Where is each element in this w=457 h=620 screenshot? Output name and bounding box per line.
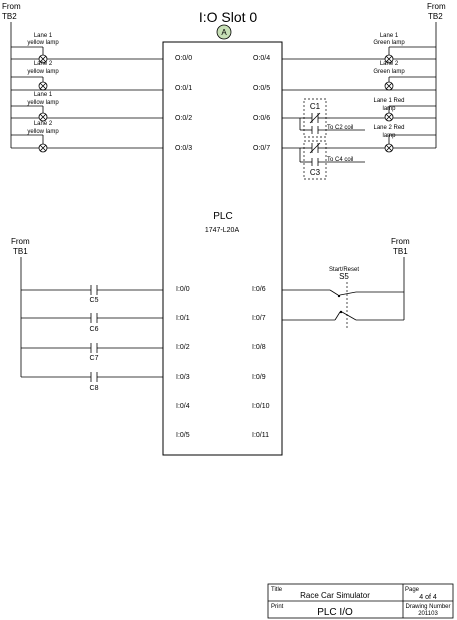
switch-label: Start/Reset (329, 267, 359, 273)
tb2-left-label: TB2 (2, 12, 17, 21)
left-lamp-rung-3: Lane 1 yellow lamp (11, 92, 163, 122)
from-tb1-right-label: From (391, 237, 410, 246)
lamp-label-line2: yellow lamp (27, 129, 59, 135)
lamp-label-line2: yellow lamp (27, 100, 59, 106)
lamp-label-line1: Lane 2 (380, 61, 399, 67)
lamp-label-line1: Lane 2 (34, 61, 53, 67)
input-label-i0-3: I:0/3 (176, 374, 190, 381)
input-label-i0-7: I:0/7 (252, 315, 266, 322)
relay-c1-label: C1 (310, 102, 321, 111)
left-lamp-rung-4: Lane 2 yellow lamp (11, 121, 163, 153)
slot-marker-label: A (221, 28, 227, 37)
left-lamp-rung-1: Lane 1 yellow lamp (11, 33, 163, 64)
output-label-o0-0: O:0/0 (175, 55, 192, 62)
input-label-i0-6: I:0/6 (252, 286, 266, 293)
contact-label: C7 (90, 355, 99, 362)
contact-label: C8 (90, 385, 99, 392)
tb1-left-label: TB1 (13, 247, 28, 256)
c4-coil-label: To C4 coil (327, 157, 353, 163)
lamp-label-line2: yellow lamp (27, 69, 59, 75)
relay-c3-dashed-box (303, 140, 327, 180)
right-lamp-rung-2: Lane 2 Green lamp (282, 61, 436, 91)
from-tb1-left-label: From (11, 237, 30, 246)
print-label: Print (271, 604, 284, 610)
title-block: Title Race Car Simulator Page 4 of 4 Pri… (267, 583, 454, 619)
right-lamp-rung-3: Lane 1 Red lamp (282, 98, 436, 122)
input-contact-c6: C6 (21, 313, 163, 333)
input-label-i0-4: I:0/4 (176, 403, 190, 410)
slot-title: I:O Slot 0 (199, 9, 258, 25)
tb2-right-label: TB2 (428, 12, 443, 21)
input-label-i0-1: I:0/1 (176, 315, 190, 322)
title-value: Race Car Simulator (300, 591, 370, 600)
page-value: 4 of 4 (419, 594, 437, 601)
output-label-o0-7: O:0/7 (253, 145, 270, 152)
lamp-label-line1: Lane 1 (34, 92, 53, 98)
plc-model: 1747-L20A (205, 227, 240, 234)
output-label-o0-2: O:0/2 (175, 115, 192, 122)
lamp-label-line1: Lane 1 (34, 33, 53, 39)
from-tb2-left-label: From (2, 2, 21, 11)
lamp-label-line2: lamp (382, 133, 396, 139)
relay-c3: C3 To C4 coil (299, 140, 365, 180)
drawing-number-value: 201103 (418, 611, 438, 617)
left-lamp-rung-2: Lane 2 yellow lamp (11, 61, 163, 91)
page-label: Page (405, 587, 420, 593)
lamp-label-line1: Lane 1 (380, 33, 399, 39)
lamp-label-line1: Lane 2 (34, 121, 53, 127)
output-label-o0-1: O:0/1 (175, 85, 192, 92)
lamp-label-line1: Lane 1 Red (373, 98, 404, 104)
lamp-label-line2: yellow lamp (27, 40, 59, 46)
input-label-i0-0: I:0/0 (176, 286, 190, 293)
drawing-number-label: Drawing Number (405, 604, 450, 610)
input-label-i0-9: I:0/9 (252, 374, 266, 381)
lamp-label-line2: Green lamp (373, 69, 405, 75)
print-value: PLC I/O (317, 607, 353, 618)
input-contact-c8: C8 (21, 372, 163, 392)
c2-coil-label: To C2 coil (327, 125, 353, 131)
input-label-i0-11: I:0/11 (252, 432, 269, 439)
slot-marker-circle (216, 24, 232, 40)
start-reset-switch-s5: Start/Reset S5 (282, 267, 404, 328)
lamp-label-line2: Green lamp (373, 40, 405, 46)
relay-c1: C1 To C2 coil (299, 98, 365, 138)
output-label-o0-4: O:0/4 (253, 55, 270, 62)
input-contact-c5: C5 (21, 285, 163, 304)
right-lamp-rung-4: Lane 2 Red lamp (282, 125, 436, 153)
switch-name: S5 (339, 272, 349, 281)
plc-name: PLC (213, 211, 232, 222)
from-tb2-right-label: From (427, 2, 446, 11)
input-label-i0-10: I:0/10 (252, 403, 270, 410)
output-label-o0-3: O:0/3 (175, 145, 192, 152)
tb1-right-label: TB1 (393, 247, 408, 256)
input-label-i0-5: I:0/5 (176, 432, 190, 439)
input-contact-c7: C7 (21, 343, 163, 362)
lamp-label-line2: lamp (382, 106, 396, 112)
title-label: Title (271, 587, 283, 593)
contact-label: C6 (90, 326, 99, 333)
output-label-o0-5: O:0/5 (253, 85, 270, 92)
relay-c3-label: C3 (310, 168, 321, 177)
plc-module-box (162, 41, 283, 456)
input-label-i0-2: I:0/2 (176, 344, 190, 351)
output-label-o0-6: O:0/6 (253, 115, 270, 122)
right-lamp-rung-1: Lane 1 Green lamp (282, 33, 436, 64)
lamp-label-line1: Lane 2 Red (373, 125, 404, 131)
input-label-i0-8: I:0/8 (252, 344, 266, 351)
contact-label: C5 (90, 297, 99, 304)
